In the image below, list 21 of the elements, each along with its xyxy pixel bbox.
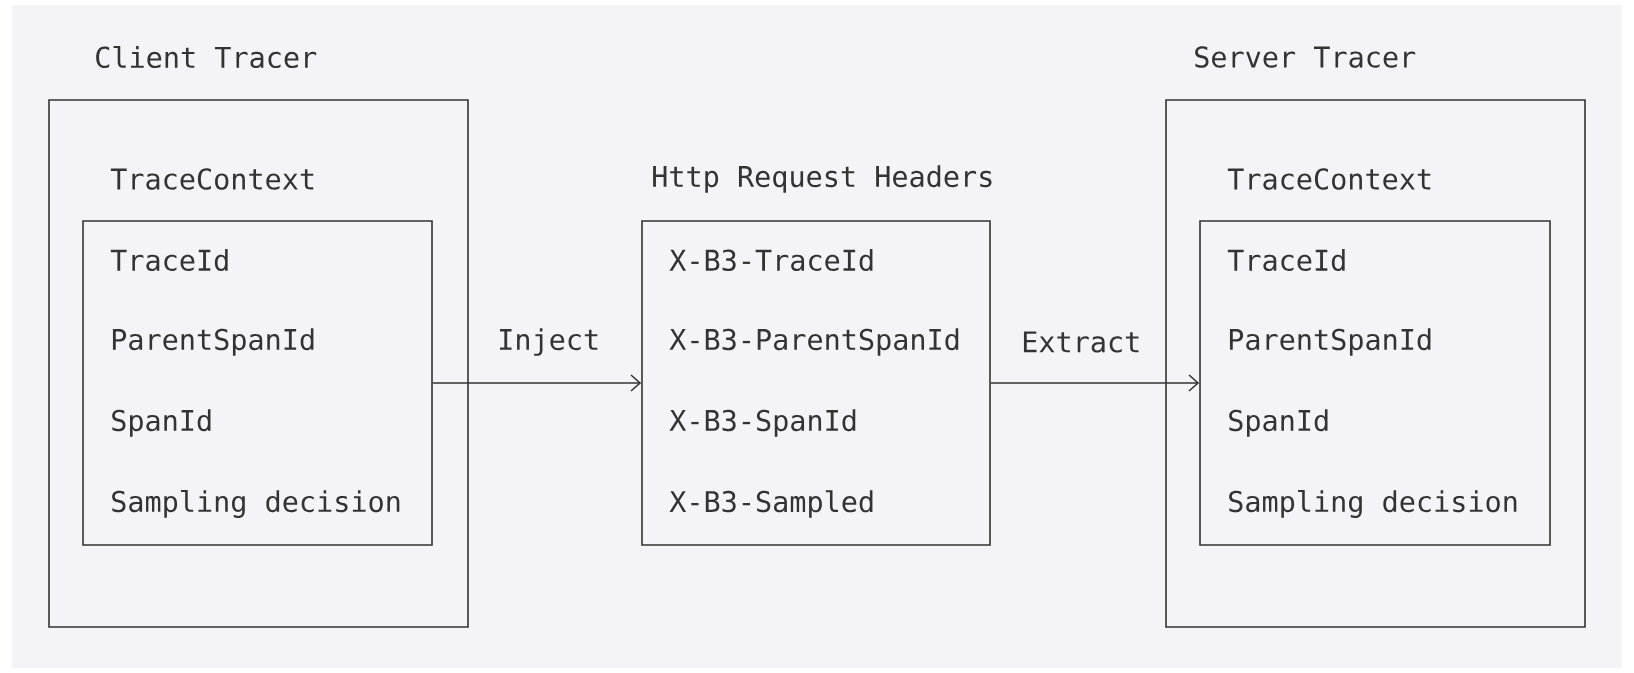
field-name: Sampling decision	[1229, 490, 1517, 518]
field-name: X-B3-SpanId	[669, 409, 856, 437]
field-name: X-B3-Sampled	[669, 490, 873, 518]
arrow	[432, 374, 642, 392]
box-heading: TraceContext	[110, 168, 314, 190]
field-name: TraceId	[1227, 249, 1345, 272]
field-name: ParentSpanId	[112, 328, 314, 356]
arrow	[990, 374, 1200, 392]
field-name: Sampling decision	[112, 490, 400, 518]
field-name: X-B3-TraceId	[669, 249, 873, 272]
box-heading: Server Tracer	[1195, 46, 1416, 68]
field-name: ParentSpanId	[1229, 328, 1431, 356]
edge-label: Inject	[500, 328, 598, 356]
box-heading: TraceContext	[1227, 168, 1431, 190]
field-name: SpanId	[1229, 409, 1328, 437]
field-name: X-B3-ParentSpanId	[669, 328, 959, 356]
box-heading: Http Request Headers	[653, 165, 992, 193]
field-name: TraceId	[110, 249, 228, 272]
edge-label: Extract	[1023, 331, 1139, 353]
field-name: SpanId	[112, 409, 211, 437]
box-heading: Client Tracer	[96, 45, 317, 69]
